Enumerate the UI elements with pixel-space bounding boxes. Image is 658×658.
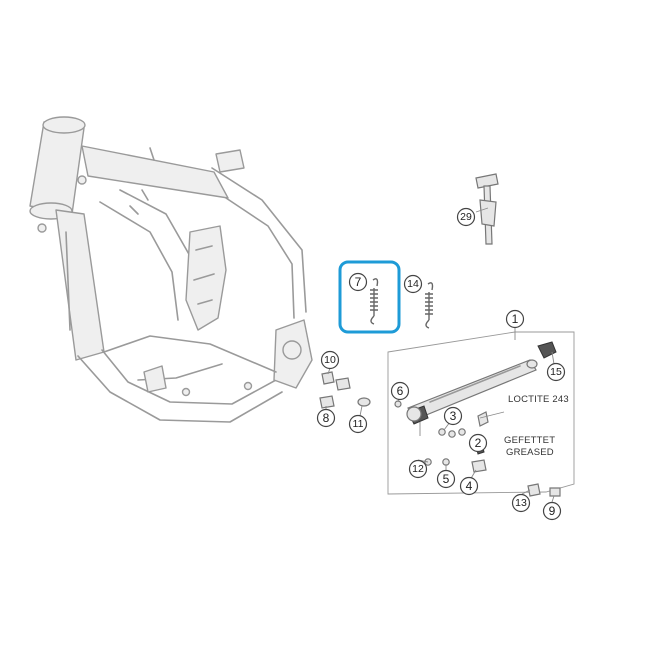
- callout-11: 11: [348, 414, 368, 434]
- svg-text:4: 4: [466, 479, 473, 493]
- svg-text:15: 15: [550, 366, 562, 378]
- callout-5: 5: [436, 469, 456, 489]
- svg-text:29: 29: [460, 211, 472, 223]
- highlight-box: [338, 260, 401, 334]
- svg-text:12: 12: [412, 463, 424, 475]
- svg-text:13: 13: [515, 497, 527, 509]
- callout-3: 3: [443, 406, 463, 426]
- leader-lines: [325, 207, 556, 503]
- spring-part-7: [370, 278, 379, 325]
- callout-9: 9: [542, 501, 562, 521]
- motorcycle-frame: [29, 116, 313, 423]
- svg-text:10: 10: [324, 354, 336, 366]
- svg-text:9: 9: [549, 504, 556, 518]
- svg-text:1: 1: [512, 312, 519, 326]
- callout-4: 4: [459, 476, 479, 496]
- svg-text:7: 7: [355, 275, 362, 289]
- callout-1: 1: [505, 309, 525, 329]
- svg-text:8: 8: [323, 411, 330, 425]
- callout-6: 6: [390, 381, 410, 401]
- svg-text:2: 2: [475, 436, 482, 450]
- callout-29: 29: [456, 207, 476, 227]
- note-greased-de: GEFETTET: [504, 435, 555, 446]
- callout-14: 14: [403, 274, 423, 294]
- callout-12: 12: [408, 459, 428, 479]
- svg-text:3: 3: [450, 409, 457, 423]
- callout-15: 15: [546, 362, 566, 382]
- note-greased-en: GREASED: [506, 447, 554, 458]
- callout-7: 7: [348, 272, 368, 292]
- callout-10: 10: [320, 350, 340, 370]
- callout-13: 13: [511, 493, 531, 513]
- callout-8: 8: [316, 408, 336, 428]
- frame-side-small-parts: [319, 371, 371, 409]
- callout-2: 2: [468, 433, 488, 453]
- spring-part-14: [425, 282, 434, 329]
- side-stand-tool-part: [475, 173, 499, 245]
- svg-text:14: 14: [407, 278, 419, 290]
- svg-text:11: 11: [353, 418, 364, 430]
- svg-text:6: 6: [397, 384, 404, 398]
- svg-text:5: 5: [443, 472, 450, 486]
- note-loctite: LOCTITE 243: [508, 394, 569, 405]
